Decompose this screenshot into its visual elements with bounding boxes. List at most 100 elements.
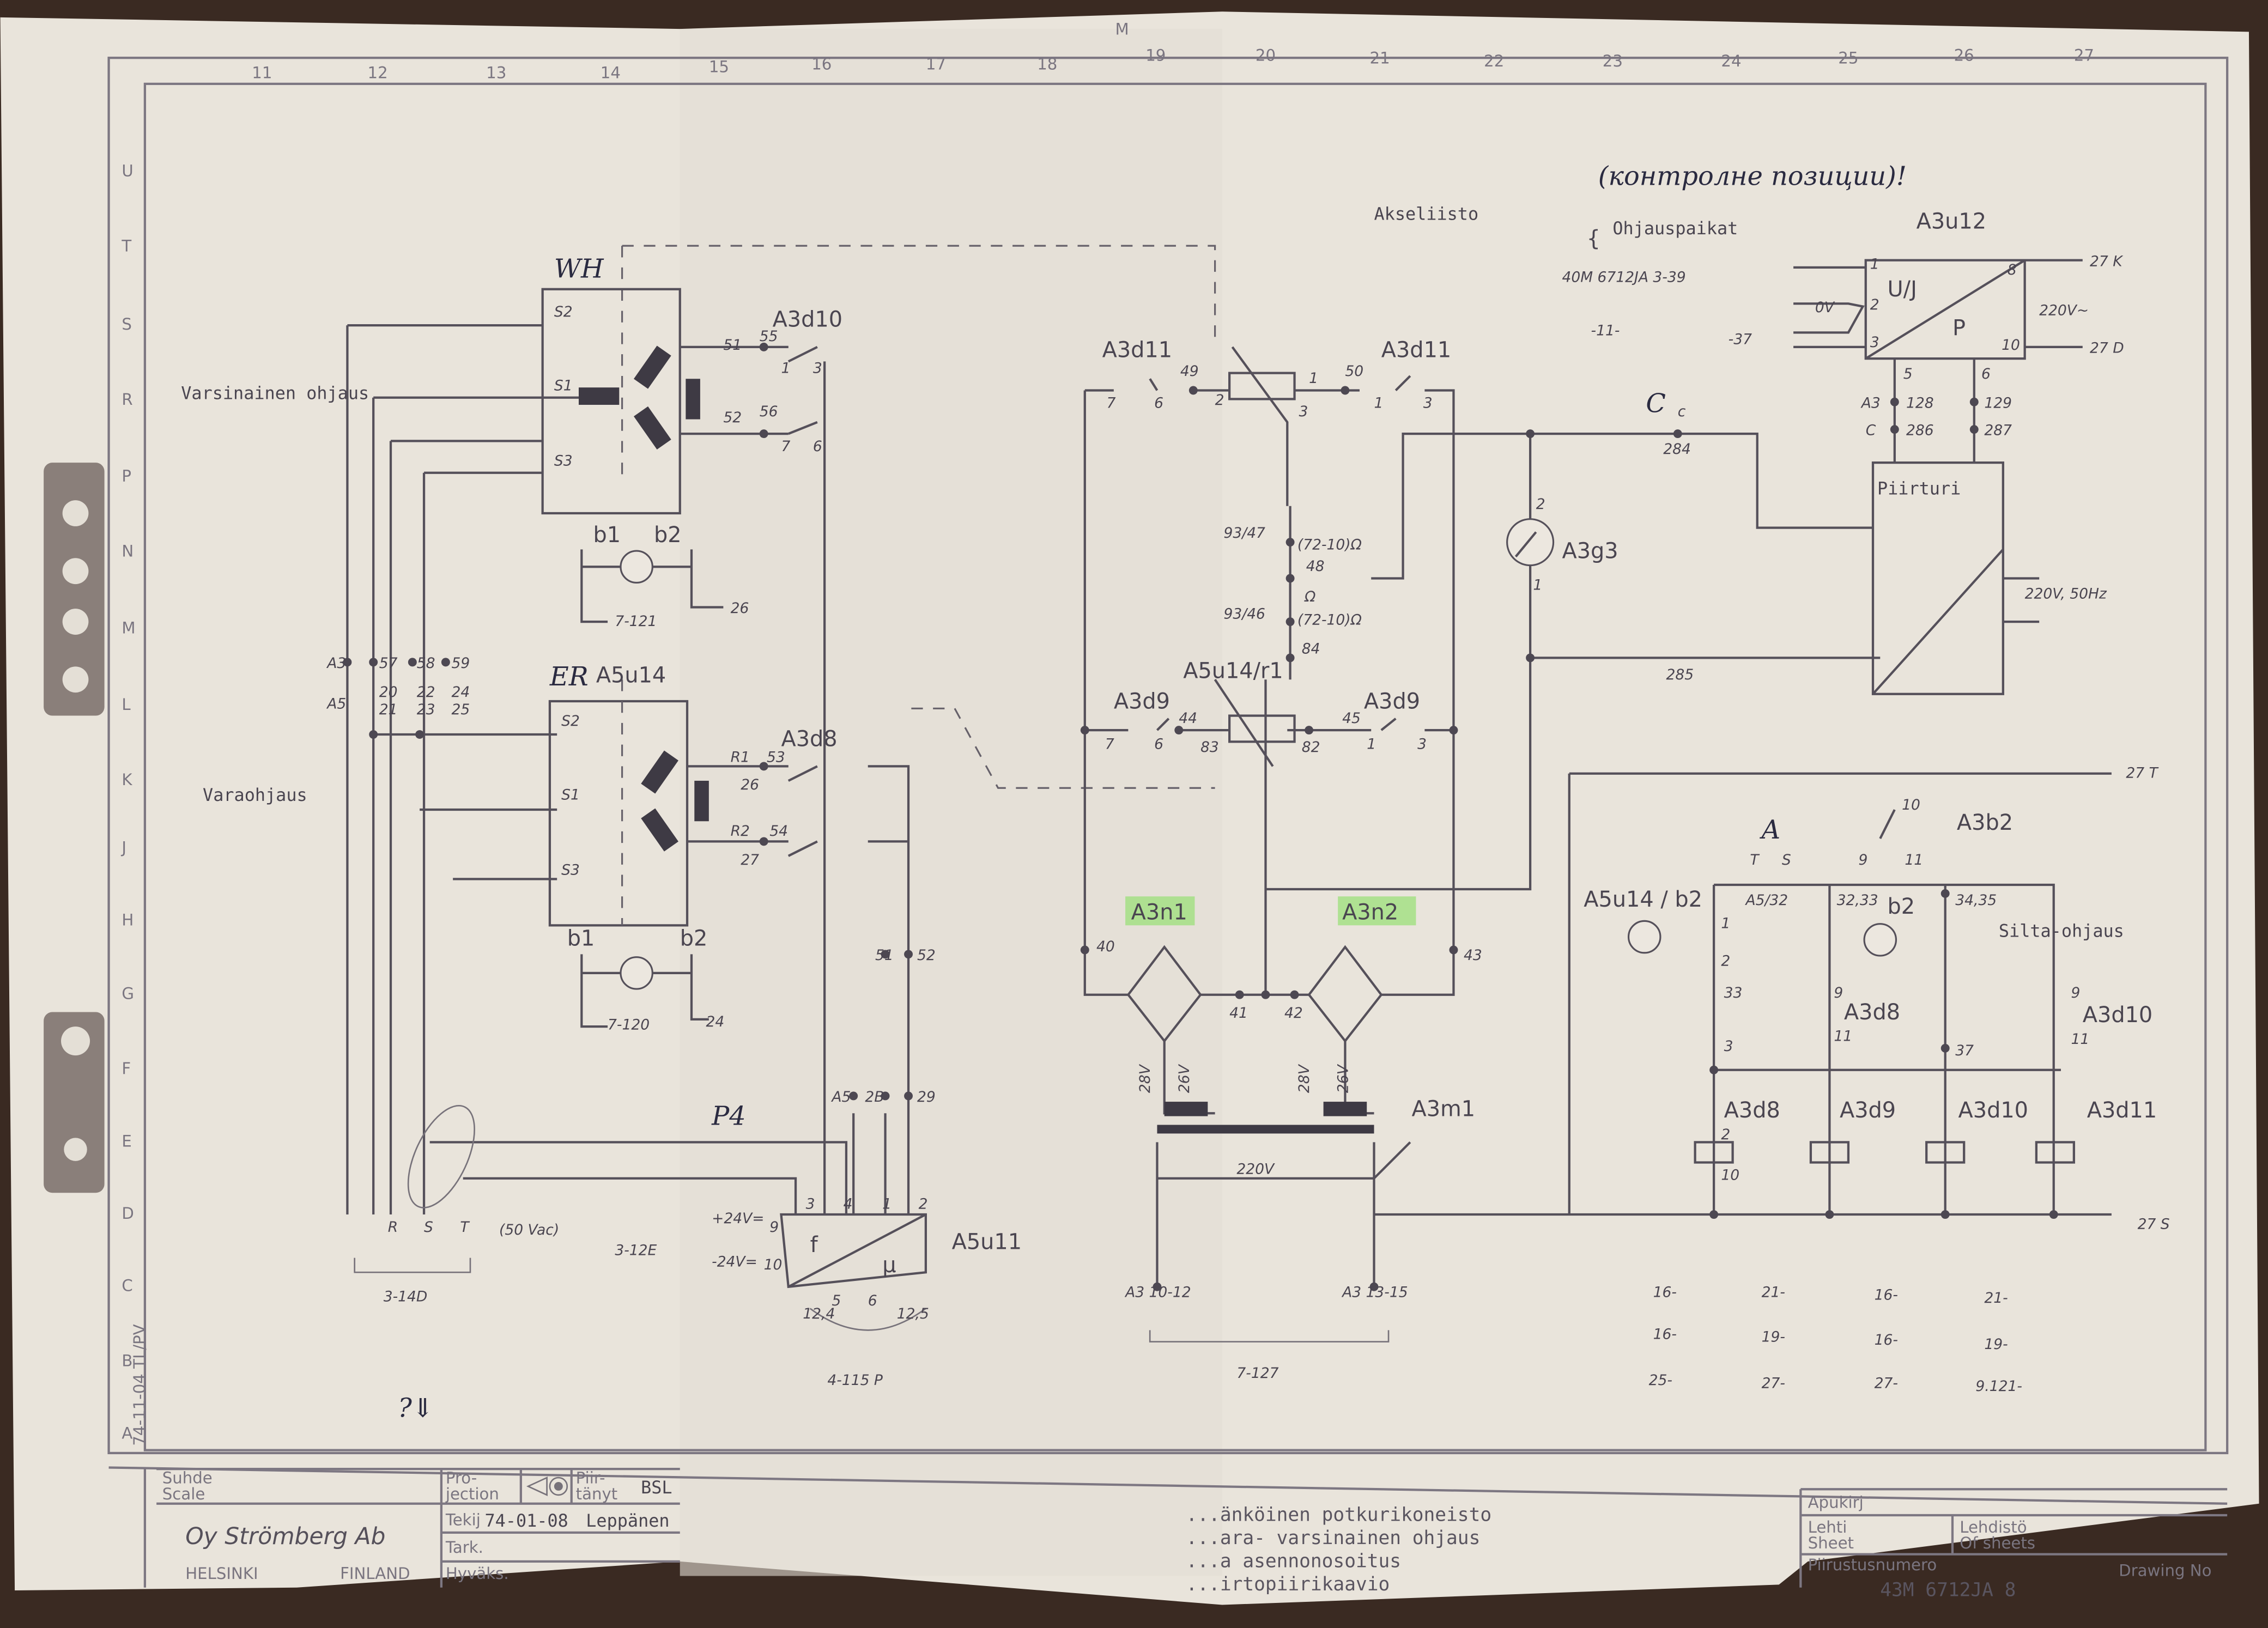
of-sheets-label: Lehdistö	[1960, 1518, 2027, 1536]
pin-label: 11	[2071, 1031, 2090, 1048]
row-label: D	[122, 1204, 134, 1223]
col-label: 17	[926, 54, 946, 73]
contact-ref: 25-	[1649, 1372, 1672, 1389]
terminal-label: 24	[451, 684, 470, 701]
resistor-label: (72-10)Ω	[1297, 536, 1362, 553]
pin-label: 2	[1870, 296, 1879, 313]
pin-label: 9	[2071, 985, 2081, 1001]
terminal-label: 52	[723, 409, 742, 426]
contact-ref: 16-	[1653, 1284, 1677, 1301]
col-label: 11	[252, 63, 272, 82]
pin-label: 1	[882, 1195, 892, 1212]
terminal-label: 93/46	[1224, 606, 1265, 623]
terminal-label: 50	[1345, 363, 1363, 380]
row-label: L	[122, 695, 131, 714]
bridge-label: A3n2	[1342, 900, 1398, 925]
voltage-label: 28V	[1137, 1064, 1154, 1093]
pin-label: 6	[1981, 366, 1991, 382]
contact-ref: 16-	[1875, 1287, 1898, 1304]
module-label: A5u11	[952, 1230, 1022, 1255]
terminal-label: 49	[1180, 363, 1199, 380]
terminal-label: 22	[417, 684, 435, 701]
terminal-label: 41	[1229, 1005, 1248, 1022]
transformer-label: A3m1	[1411, 1097, 1475, 1122]
paper-fold-panel	[680, 29, 1222, 1576]
voltage-label: 0V	[1815, 299, 1835, 316]
pin-label: 10	[1902, 797, 1920, 813]
col-label: 21	[1370, 49, 1390, 68]
pin-label: 2	[919, 1195, 928, 1212]
handwritten-a: A	[1760, 815, 1780, 845]
pin-label: 2	[1536, 496, 1545, 513]
reference-label: 3-12E	[615, 1242, 657, 1259]
projection-label: jection	[445, 1485, 499, 1503]
terminal-label: 45	[1342, 710, 1361, 727]
terminal-label: 3	[1724, 1038, 1733, 1055]
left-wiring	[346, 245, 1216, 1331]
terminal-label: 53	[767, 749, 785, 766]
terminal-label: S2	[554, 303, 573, 320]
reference-label: -37	[1729, 331, 1752, 348]
row-label: G	[122, 985, 134, 1003]
terminal-label: S1	[561, 786, 580, 803]
drawn-label: Piir-	[576, 1469, 605, 1487]
scale-label: Suhde	[162, 1469, 213, 1487]
pin-label: 9	[1834, 985, 1843, 1001]
terminal-label: 33	[1724, 985, 1743, 1001]
terminal-label: 6	[1154, 394, 1163, 411]
reference-label: 7-121	[615, 613, 657, 630]
drawing-number: 43M 6712JA 8	[1880, 1580, 2016, 1601]
component-label: b1	[567, 926, 595, 951]
terminal-label: 29	[917, 1089, 936, 1105]
voltage-label: 220V	[1236, 1161, 1275, 1178]
pin-label: 11	[1834, 1028, 1852, 1045]
reference-label: 24	[706, 1013, 725, 1030]
contact-ref: 19-	[1762, 1329, 1785, 1346]
contact-ref: 27-	[1875, 1375, 1898, 1392]
designer-name: Leppänen	[586, 1510, 669, 1531]
left-dots	[343, 342, 913, 1101]
col-label: 23	[1603, 52, 1623, 70]
section-backup-control: Varaohjaus	[203, 785, 307, 805]
terminal-label: 6	[1154, 736, 1163, 753]
component-label: b2	[680, 926, 708, 951]
row-label: T	[121, 237, 131, 256]
col-label: 18	[1037, 54, 1057, 73]
reference-label: 7-127	[1236, 1365, 1278, 1382]
terminal-label: 56	[760, 403, 778, 420]
component-label: A5u14	[596, 663, 666, 688]
terminal-label: 57	[379, 655, 398, 672]
col-label: 25	[1838, 49, 1858, 68]
voltage-label: 26V	[1176, 1064, 1193, 1093]
drawn-by: BSL	[641, 1477, 672, 1498]
terminal-label: 93/47	[1224, 525, 1266, 542]
checked-label: Tark.	[445, 1538, 483, 1557]
recorder-label: Piirturi	[1877, 478, 1961, 499]
terminal-label: c	[1678, 403, 1686, 420]
drawing-frame	[107, 57, 2229, 1588]
component-label: A5u14 / b2	[1584, 887, 1702, 912]
drawing-number-label: Piirustusnumero	[1808, 1556, 1937, 1574]
terminal-label: 1	[781, 360, 791, 377]
col-label: 13	[486, 63, 506, 82]
drawing-title-line: ...ara- varsinainen ohjaus	[1186, 1527, 1481, 1549]
row-label: A	[122, 1424, 132, 1442]
contact-label: A3d10	[2083, 1003, 2152, 1028]
symbol-uj: U/J	[1888, 277, 1917, 302]
terminal-label: A5/32	[1744, 892, 1788, 909]
pin-label: 6	[868, 1292, 877, 1309]
pin-label: 10	[2002, 337, 2020, 354]
indicator-lamp-icon	[1627, 920, 1661, 954]
drawing-title-line: ...irtopiirikaavio	[1186, 1574, 1390, 1595]
brace-icon: {	[1587, 226, 1600, 251]
relay-label: A3d11	[1102, 337, 1172, 362]
handwritten-er: ER	[549, 662, 589, 692]
terminal-label: A3	[1860, 394, 1881, 411]
terminal-label: 3	[813, 360, 822, 377]
drawing-title-line: ...a asennonosoitus	[1186, 1551, 1401, 1572]
output-label: 27 T	[2126, 765, 2158, 782]
col-label: 16	[811, 54, 832, 73]
supply-label: -24V=	[712, 1254, 757, 1271]
row-label: E	[122, 1132, 131, 1150]
symbol-p: P	[1952, 316, 1966, 341]
